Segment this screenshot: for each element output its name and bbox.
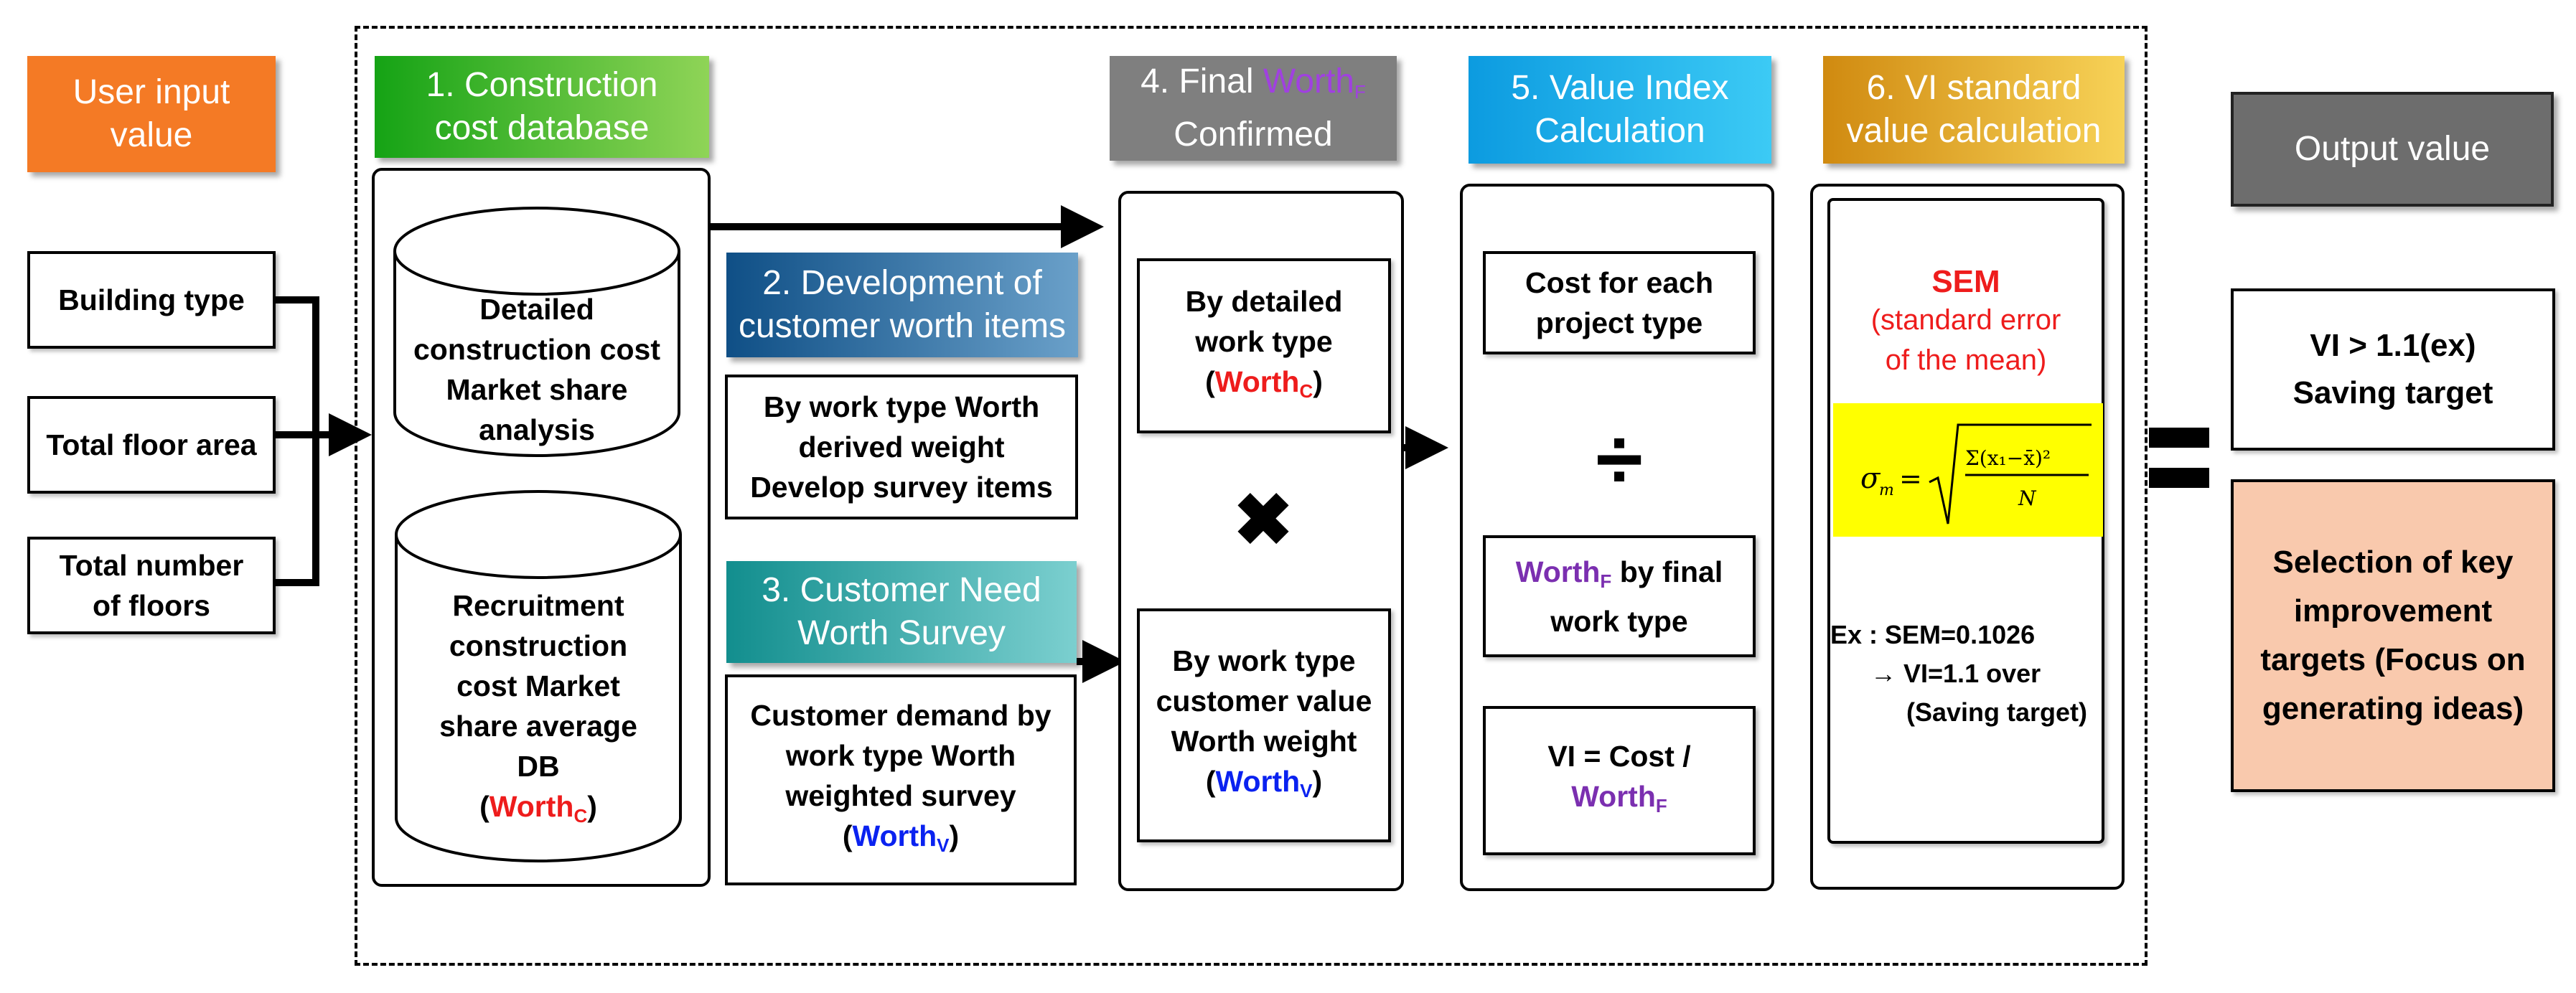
input-building-type: Building type [27,251,276,349]
dashed-frame [355,26,2148,966]
worth-v-label-step3: (WorthV) [842,819,960,856]
output-saving-target: VI > 1.1(ex) Saving target [2231,288,2555,451]
output-header: Output value [2231,92,2554,207]
step5-worth-f-box: WorthF by final work type [1483,535,1756,657]
worth-c-label-step1: (WorthC) [479,789,597,827]
input-total-floors: Total number of floors [27,537,276,634]
multiply-icon: ✖ [1233,480,1293,560]
db-recruitment-text: Recruitment construction cost Market sha… [411,589,666,827]
step5-vi-formula-box: VI = Cost / WorthF [1483,706,1756,855]
svg-text:Σ(x₁−x̄)²: Σ(x₁−x̄)² [1965,446,2051,470]
input-total-floor-area: Total floor area [27,396,276,494]
step6-title: 6. VI standard value calculation [1846,69,2102,150]
db-detailed-text: Detailed construction cost Market share … [413,293,660,446]
input-total-floors-label: Total number of floors [59,549,244,622]
svg-text:m: m [1879,481,1894,499]
svg-text:N: N [2018,486,2037,510]
sem-formula: σ m = Σ(x₁−x̄)² N [1833,403,2103,537]
sem-description: (standard error of the mean) [1870,304,2061,376]
step5-title: 5. Value Index Calculation [1511,69,1729,150]
input-total-floor-area-label: Total floor area [46,428,257,461]
output-title: Output value [2294,130,2491,168]
step4-header: 4. Final WorthF Confirmed [1110,56,1397,161]
sem-formula-graphic: σ m = Σ(x₁−x̄)² N [1860,423,2092,524]
worth-c-label-step4: (WorthC) [1205,364,1323,402]
step5-header: 5. Value Index Calculation [1469,56,1771,164]
step4-detailed-work-box: By detailed work type (WorthC) [1137,258,1391,433]
svg-text:σ: σ [1860,462,1881,495]
step1-header: 1. Construction cost database [375,56,709,158]
user-input-header: User input value [27,56,276,172]
step4-customer-value-box: By work type customer value Worth weight… [1137,608,1391,842]
step2-body: By work type Worth derived weight Develo… [725,375,1078,519]
divide-icon: ÷ [1596,411,1643,507]
svg-text:=: = [1899,463,1922,494]
sem-example: Ex : SEM=0.1026 → VI=1.1 over (Saving ta… [1830,620,2088,727]
step5-cost-box: Cost for each project type [1483,251,1756,354]
sem-title: SEM [1931,264,2000,299]
step3-title: 3. Customer Need Worth Survey [762,571,1041,652]
user-input-title: User input value [72,73,230,154]
worth-v-label-step4: (WorthV) [1205,764,1323,801]
step6-panel [1810,184,2125,890]
step2-header: 2. Development of customer worth items [726,253,1078,357]
step3-body: Customer demand by work type Worth weigh… [725,674,1077,885]
equals-icon [2149,428,2209,489]
step3-header: 3. Customer Need Worth Survey [726,561,1077,663]
output-key-targets: Selection of key improvement targets (Fo… [2231,479,2555,792]
input-building-type-label: Building type [58,283,245,316]
step6-inner-box [1827,198,2104,844]
step2-title: 2. Development of customer worth items [738,264,1067,345]
step6-header: 6. VI standard value calculation [1823,56,2125,164]
step1-title: 1. Construction cost database [426,66,658,147]
